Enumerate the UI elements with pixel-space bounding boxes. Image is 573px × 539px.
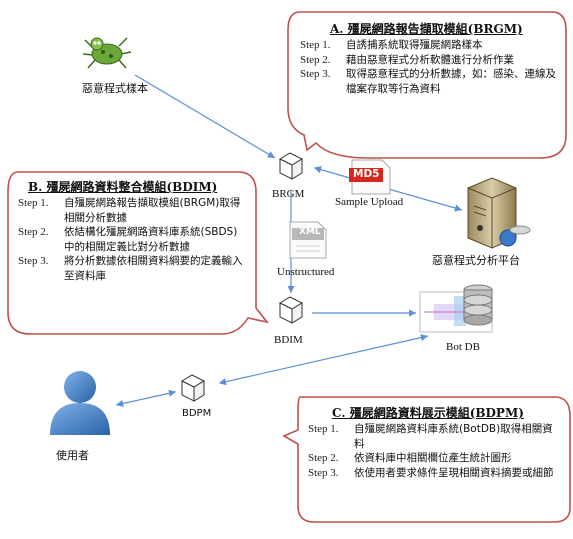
xml-document-icon — [289, 221, 327, 259]
module-a-bubble — [287, 11, 567, 159]
bug-icon — [82, 37, 132, 69]
module-b-title: B. 殭屍網路資料整合模組(BDIM) — [28, 180, 218, 194]
brgm-label: BRGM — [272, 188, 305, 200]
server-icon — [467, 177, 531, 249]
module-a-steps: Step 1.自誘捕系統取得殭屍網路樣本 Step 2.藉由惡意程式分析軟體進行… — [300, 38, 558, 96]
module-a-step-1: Step 1.自誘捕系統取得殭屍網路樣本 — [300, 39, 483, 51]
bot-db-icon — [419, 284, 493, 333]
module-b-steps: Step 1.自殭屍網路報告擷取模組(BRGM)取得相關分析數據 Step 2.… — [18, 196, 246, 283]
user-icon — [50, 371, 110, 435]
bdpm-label: BDPM — [182, 408, 212, 419]
user-label: 使用者 — [56, 449, 89, 462]
arrow-bdpm-to-user — [115, 389, 177, 407]
bdim-cube-icon — [278, 296, 304, 324]
module-a-step-3: Step 3.取得惡意程式的分析數據，如：感染、連線及檔案存取等行為資料 — [300, 68, 556, 95]
platform-label: 惡意程式分析平台 — [432, 254, 520, 267]
arrow-bdpm-to-botdb — [218, 334, 429, 386]
module-c-title: C. 殭屍網路資料展示模組(BDPM) — [332, 406, 524, 420]
malware-sample-label: 惡意程式樣本 — [82, 82, 148, 95]
module-b-step-2: Step 2.依結構化殭屍網路資料庫系統(SBDS)中的相關定義比對分析數據 — [18, 226, 238, 253]
module-c-step-2: Step 2.依資料庫中相關欄位產生統計圖形 — [308, 452, 512, 464]
bdpm-cube-icon — [180, 374, 206, 402]
module-b-step-1: Step 1.自殭屍網路報告擷取模組(BRGM)取得相關分析數據 — [18, 197, 241, 224]
md5-document-icon — [349, 159, 391, 195]
arrow-sample-to-brgm — [134, 74, 276, 159]
module-c-steps: Step 1.自殭屍網路資料庫系統(BotDB)取得相關資料 Step 2.依資… — [308, 422, 560, 480]
brgm-cube-icon — [278, 152, 304, 180]
bdim-label: BDIM — [274, 334, 303, 346]
module-b-step-3: Step 3.將分析數據依相關資料綱要的定義輸入至資料庫 — [18, 255, 243, 282]
module-c-bubble — [282, 396, 571, 523]
module-a-title: A. 殭屍網路報告擷取模組(BRGM) — [330, 22, 523, 36]
md5-label: MD5 — [353, 168, 380, 180]
module-c-step-1: Step 1.自殭屍網路資料庫系統(BotDB)取得相關資料 — [308, 423, 553, 450]
xml-label: XML — [299, 227, 321, 237]
module-b-bubble — [7, 171, 269, 335]
module-c-step-3: Step 3.依使用者要求條件呈現相關資料摘要或細節 — [308, 466, 554, 479]
sample-upload-label: Sample Upload — [335, 196, 404, 208]
unstructured-label: Unstructured — [277, 266, 335, 278]
bot-db-label: Bot DB — [446, 341, 480, 353]
module-a-step-2: Step 2.藉由惡意程式分析軟體進行分析作業 — [300, 53, 514, 66]
